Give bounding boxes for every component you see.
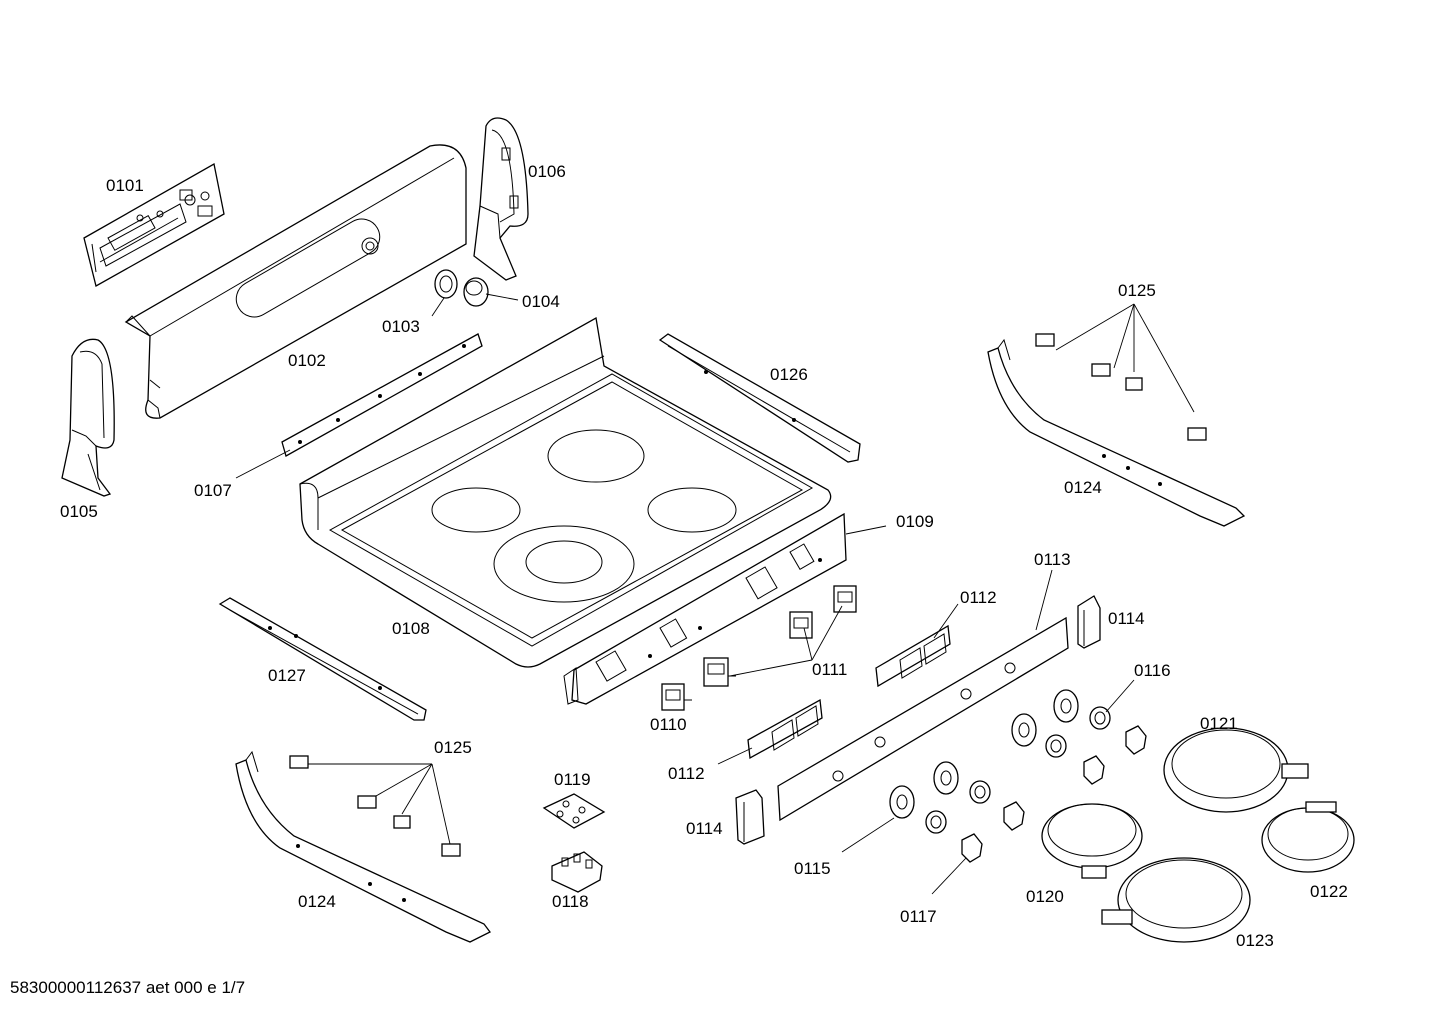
part-0114-end-piece-upper <box>1077 595 1101 649</box>
label-0125-left: 0125 <box>434 738 472 757</box>
part-0118-terminal-block <box>551 851 603 893</box>
part-0119-gasket <box>542 793 606 829</box>
label-0108: 0108 <box>392 619 430 638</box>
label-0110: 0110 <box>650 715 687 734</box>
part-0115-knob-rings <box>889 689 1079 819</box>
label-0105: 0105 <box>60 502 98 521</box>
part-0114-end-piece-lower <box>735 789 765 845</box>
label-0117: 0117 <box>900 907 937 926</box>
part-0112-bracket-lower <box>747 698 823 760</box>
label-0125-right: 0125 <box>1118 281 1156 300</box>
part-0108-cooktop <box>299 316 832 668</box>
part-0126-rail <box>658 333 861 463</box>
label-0127: 0127 <box>268 666 306 685</box>
part-0103-knob-ring <box>434 269 458 299</box>
part-0112-bracket-upper <box>875 624 951 688</box>
part-0125-clips-right <box>1035 333 1207 441</box>
label-0121: 0121 <box>1200 714 1238 733</box>
label-0120: 0120 <box>1026 887 1064 906</box>
label-0126: 0126 <box>770 365 808 384</box>
label-0116: 0116 <box>1134 661 1171 680</box>
part-0122-heating-element <box>1261 801 1355 873</box>
part-0111-switch-b <box>789 611 813 639</box>
label-0112-lower: 0112 <box>668 764 705 783</box>
part-0110-switch <box>661 683 692 711</box>
part-0102-control-panel <box>124 144 467 419</box>
part-0124-side-rail-right <box>987 338 1246 527</box>
part-0124-side-rail-left <box>235 750 491 943</box>
part-0113-front-panel <box>777 616 1069 822</box>
label-0104: 0104 <box>522 292 560 311</box>
document-id: 58300000112637 aet 000 e 1/7 <box>10 978 246 997</box>
label-0123: 0123 <box>1236 931 1274 950</box>
label-0111: 0111 <box>812 660 847 679</box>
part-0121-heating-element <box>1163 727 1309 813</box>
part-0123-heating-element <box>1101 857 1251 943</box>
leader-lines <box>235 293 1195 895</box>
label-0112-upper: 0112 <box>960 588 997 607</box>
part-0120-heating-element <box>1041 803 1143 879</box>
label-0114-lower: 0114 <box>686 819 723 838</box>
part-0101-control-board <box>83 162 225 287</box>
part-0116-small-rings <box>925 706 1111 834</box>
label-0109: 0109 <box>896 512 934 531</box>
part-0111-switch-c <box>833 585 857 613</box>
label-0103: 0103 <box>382 317 420 336</box>
label-0119: 0119 <box>554 770 591 789</box>
label-0115: 0115 <box>794 859 831 878</box>
part-0106-right-end-cap <box>473 117 529 281</box>
part-0109-front-rail <box>563 512 847 705</box>
label-0124-left: 0124 <box>298 892 336 911</box>
part-0127-rail <box>218 597 427 721</box>
label-0113: 0113 <box>1034 550 1071 569</box>
part-0125-clips-left <box>289 755 461 857</box>
label-0101: 0101 <box>106 176 144 195</box>
label-0114-upper: 0114 <box>1108 609 1145 628</box>
label-0124-right: 0124 <box>1064 478 1102 497</box>
part-0111-switch-a <box>703 657 736 687</box>
label-0102: 0102 <box>288 351 326 370</box>
part-0107-bracket-strip <box>281 333 483 457</box>
label-0118: 0118 <box>552 892 589 911</box>
part-0117-knobs <box>961 725 1147 863</box>
part-0104-knob <box>463 277 489 307</box>
label-0122: 0122 <box>1310 882 1348 901</box>
part-0105-left-end-cap <box>61 338 115 497</box>
label-0107: 0107 <box>194 481 232 500</box>
label-0106: 0106 <box>528 162 566 181</box>
callout-labels: 0101 0102 0103 0104 0105 0106 0107 0108 … <box>60 162 1348 950</box>
